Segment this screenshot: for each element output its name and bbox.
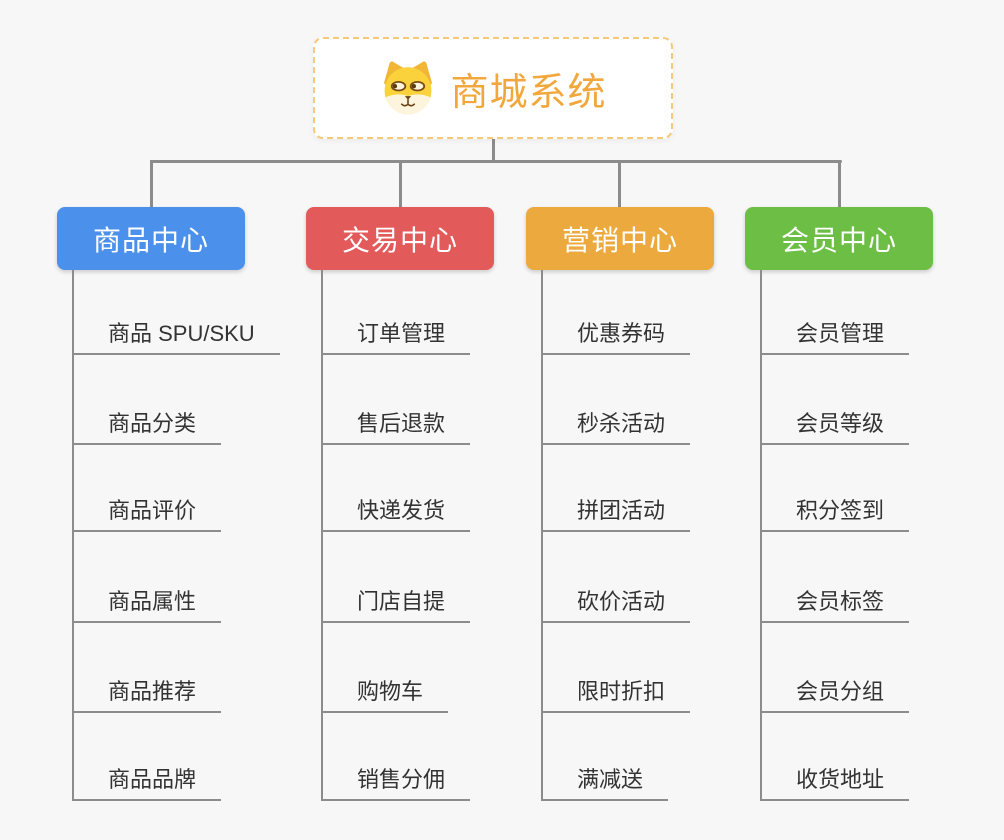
branch-item[interactable]: 商品分类	[72, 410, 222, 445]
branch-item[interactable]: 商品 SPU/SKU	[72, 320, 280, 355]
root-node[interactable]: 商城系统	[313, 37, 673, 139]
branch-children-member: 会员管理 会员等级 积分签到 会员标签 会员分组 收货地址	[760, 270, 933, 810]
branch-item[interactable]: 快递发货	[321, 497, 471, 532]
branch-item[interactable]: 会员等级	[760, 410, 910, 445]
branch-item[interactable]: 商品推荐	[72, 678, 222, 713]
branch-marketing-center: 营销中心 优惠券码 秒杀活动 拼团活动 砍价活动 限时折扣 满减送	[526, 207, 714, 810]
root-title: 商城系统	[450, 71, 607, 114]
branch-item[interactable]: 会员分组	[760, 678, 910, 713]
branch-item[interactable]: 满减送	[541, 766, 669, 801]
connector-root-stub	[492, 139, 495, 163]
branch-item[interactable]: 订单管理	[321, 320, 471, 355]
branch-children-product: 商品 SPU/SKU 商品分类 商品评价 商品属性 商品推荐 商品品牌	[72, 270, 280, 810]
connector-drop-marketing	[618, 160, 621, 207]
branch-item[interactable]: 砍价活动	[541, 588, 691, 623]
connector-drop-member	[838, 160, 841, 207]
branch-header-member[interactable]: 会员中心	[745, 207, 933, 270]
branch-children-marketing: 优惠券码 秒杀活动 拼团活动 砍价活动 限时折扣 满减送	[541, 270, 714, 810]
branch-header-product[interactable]: 商品中心	[57, 207, 245, 270]
branch-product-center: 商品中心 商品 SPU/SKU 商品分类 商品评价 商品属性 商品推荐 商品品牌	[57, 207, 280, 810]
branch-item[interactable]: 秒杀活动	[541, 410, 691, 445]
branch-item[interactable]: 会员管理	[760, 320, 910, 355]
branch-item[interactable]: 会员标签	[760, 588, 910, 623]
branch-header-marketing[interactable]: 营销中心	[526, 207, 714, 270]
branch-header-trade[interactable]: 交易中心	[306, 207, 494, 270]
branch-item[interactable]: 拼团活动	[541, 497, 691, 532]
branch-item[interactable]: 门店自提	[321, 588, 471, 623]
branch-item[interactable]: 限时折扣	[541, 678, 691, 713]
branch-item[interactable]: 商品属性	[72, 588, 222, 623]
connector-horizontal	[150, 160, 842, 163]
branch-item[interactable]: 售后退款	[321, 410, 471, 445]
dog-face-icon	[384, 61, 433, 115]
branch-member-center: 会员中心 会员管理 会员等级 积分签到 会员标签 会员分组 收货地址	[745, 207, 933, 810]
branch-item[interactable]: 购物车	[321, 678, 449, 713]
branch-item[interactable]: 商品品牌	[72, 766, 222, 801]
connector-drop-trade	[399, 160, 402, 207]
branch-item[interactable]: 商品评价	[72, 497, 222, 532]
branch-item[interactable]: 积分签到	[760, 497, 910, 532]
branch-trade-center: 交易中心 订单管理 售后退款 快递发货 门店自提 购物车 销售分佣	[306, 207, 494, 810]
branch-item[interactable]: 优惠券码	[541, 320, 691, 355]
branch-children-trade: 订单管理 售后退款 快递发货 门店自提 购物车 销售分佣	[321, 270, 494, 810]
connector-drop-product	[150, 160, 153, 207]
branch-item[interactable]: 销售分佣	[321, 766, 471, 801]
branch-item[interactable]: 收货地址	[760, 766, 910, 801]
